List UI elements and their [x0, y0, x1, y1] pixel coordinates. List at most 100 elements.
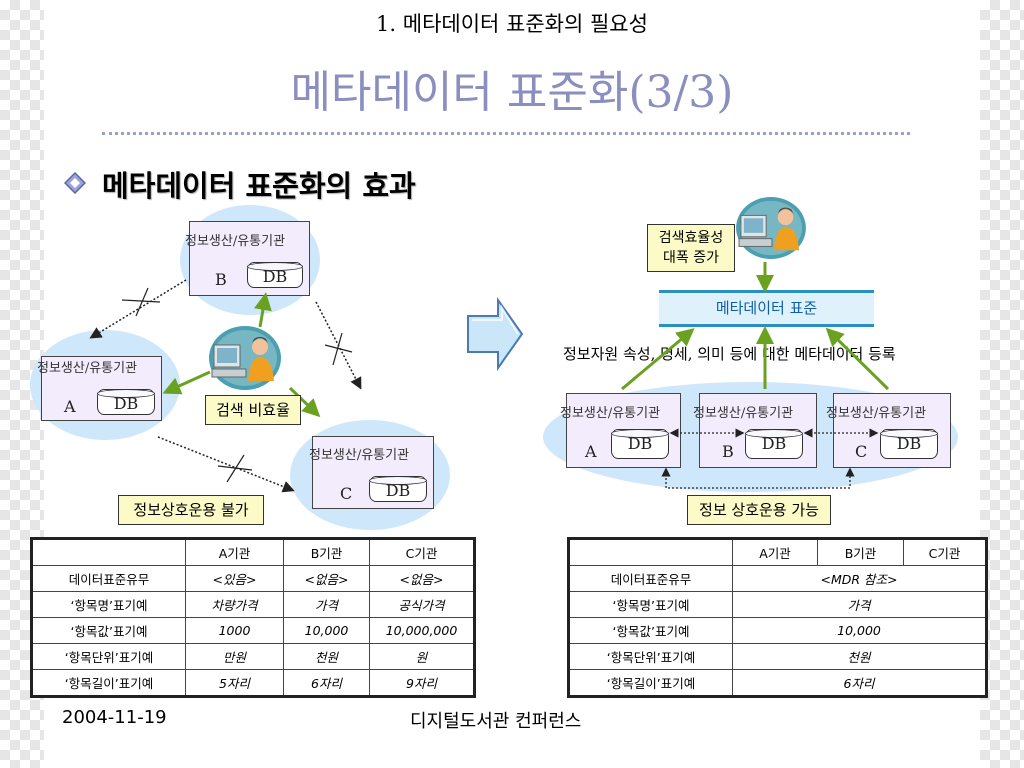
transition-arrow-icon [467, 296, 524, 372]
db-cylinder-a: DB [97, 389, 155, 415]
table-header-cell: C기관 [369, 538, 475, 566]
user-at-computer-icon [209, 326, 281, 390]
table-cell: 6자리 [732, 669, 987, 697]
table-header-cell [568, 538, 733, 566]
row-label: 데이터표준유무 [31, 565, 186, 592]
cross-mark [226, 454, 245, 483]
note-line-1: 검색효율성 [658, 230, 724, 246]
table-cell: 원 [369, 643, 475, 670]
footer-event: 디지털도서관 컨퍼런스 [410, 711, 582, 732]
metadata-standard-bar: 메타데이터 표준 [659, 290, 874, 327]
user-at-computer-icon [736, 196, 806, 260]
search-inefficiency-note: 검색 비효율 [205, 395, 301, 425]
table-cell: 가격 [283, 591, 370, 618]
right-comparison-table: A기관 B기관 C기관 데이터표준유무 <MDR 참조> ‘항목명’표기예 가격… [567, 537, 988, 698]
cross-mark [121, 299, 161, 303]
table-row: 데이터표준유무 <있음> <없음> <없음> [31, 565, 475, 592]
slide-title: 메타데이터 표준화(3/3) [290, 67, 734, 118]
org-label-c-std: 정보생산/유통기관 [826, 406, 927, 421]
table-cell: 9자리 [369, 669, 475, 697]
table-row: ‘항목명’표기예 차량가격 가격 공식가격 [31, 591, 475, 618]
table-cell: 천원 [732, 643, 987, 670]
org-label-b: 정보생산/유통기관 [185, 234, 286, 249]
row-label: ‘항목값’표기예 [31, 617, 186, 644]
db-label: DB [627, 434, 653, 453]
table-cell: 공식가격 [369, 591, 475, 618]
table-cell: <없음> [369, 565, 475, 592]
row-label: ‘항목명’표기예 [31, 591, 186, 618]
org-letter-b: B [215, 270, 227, 289]
db-label: DB [896, 434, 922, 453]
table-header-cell: C기관 [903, 538, 987, 566]
org-letter-b-std: B [722, 442, 734, 461]
note-line-2: 대폭 증가 [663, 250, 719, 266]
diamond-bullet-icon [64, 172, 86, 194]
db-cylinder-a-std: DB [611, 429, 669, 459]
table-cell: 10,000 [732, 617, 987, 644]
row-label: ‘항목길이’표기예 [31, 669, 186, 697]
search-efficiency-note: 검색효율성 대폭 증가 [647, 224, 735, 272]
org-letter-a-std: A [585, 442, 597, 461]
db-label: DB [385, 481, 411, 500]
db-cylinder-c: DB [369, 476, 427, 502]
org-letter-c: C [340, 484, 353, 503]
table-row: ‘항목값’표기예 1000 10,000 10,000,000 [31, 617, 475, 644]
org-label-a: 정보생산/유통기관 [37, 361, 138, 376]
row-label: ‘항목길이’표기예 [568, 669, 733, 697]
row-label: ‘항목단위’표기예 [568, 643, 733, 670]
db-cylinder-b-std: DB [745, 429, 803, 459]
table-cell: 5자리 [185, 669, 284, 697]
db-cylinder-c-std: DB [880, 429, 938, 459]
table-cell: 만원 [185, 643, 284, 670]
row-label: ‘항목명’표기예 [568, 591, 733, 618]
table-row: ‘항목길이’표기예 5자리 6자리 9자리 [31, 669, 475, 697]
table-cell: <MDR 참조> [732, 565, 987, 592]
org-letter-a: A [64, 397, 76, 416]
table-row: ‘항목단위’표기예 만원 천원 원 [31, 643, 475, 670]
table-header-row: A기관 B기관 C기관 [568, 538, 987, 566]
table-header-cell: B기관 [817, 538, 904, 566]
row-label: ‘항목단위’표기예 [31, 643, 186, 670]
table-row: ‘항목값’표기예 10,000 [568, 617, 987, 644]
table-row: ‘항목단위’표기예 천원 [568, 643, 987, 670]
db-label: DB [761, 434, 787, 453]
table-cell: <있음> [185, 565, 284, 592]
table-header-cell: A기관 [185, 538, 284, 566]
table-cell: 1000 [185, 617, 284, 644]
green-arrow-c-to-standard [825, 327, 890, 391]
interop-impossible-note: 정보상호운용 불가 [118, 495, 264, 525]
row-label: 데이터표준유무 [568, 565, 733, 592]
db-label: DB [262, 267, 288, 286]
table-header-row: A기관 B기관 C기관 [31, 538, 475, 566]
table-header-cell: B기관 [283, 538, 370, 566]
cross-mark [324, 344, 353, 353]
cross-mark [217, 465, 253, 471]
title-divider [102, 132, 910, 135]
table-row: 데이터표준유무 <MDR 참조> [568, 565, 987, 592]
org-label-b-std: 정보생산/유통기관 [693, 406, 794, 421]
cross-mark [135, 287, 149, 317]
dotted-arrow-a-to-c [157, 436, 295, 493]
interop-possible-note: 정보 상호운용 가능 [687, 495, 831, 525]
left-comparison-table: A기관 B기관 C기관 데이터표준유무 <있음> <없음> <없음> ‘항목명’… [30, 537, 476, 698]
registration-description: 정보자원 속성, 명세, 의미 등에 대한 메타데이터 등록 [563, 345, 896, 363]
table-row: ‘항목명’표기예 가격 [568, 591, 987, 618]
org-letter-c-std: C [855, 442, 868, 461]
green-arrow-to-b [254, 292, 272, 328]
footer-date: 2004-11-19 [62, 707, 167, 728]
table-row: ‘항목길이’표기예 6자리 [568, 669, 987, 697]
green-arrow-to-c [288, 386, 321, 418]
dotted-link-a-c [665, 470, 851, 489]
org-label-c: 정보생산/유통기관 [309, 448, 410, 463]
table-cell: 가격 [732, 591, 987, 618]
table-cell: 차량가격 [185, 591, 284, 618]
table-cell: 6자리 [283, 669, 370, 697]
green-arrow-to-a [162, 370, 211, 395]
slide-subtitle: 1. 메타데이터 표준화의 필요성 [376, 12, 648, 36]
cross-mark [332, 332, 343, 366]
table-cell: <없음> [283, 565, 370, 592]
org-label-a-std: 정보생산/유통기관 [560, 406, 661, 421]
table-header-cell [31, 538, 186, 566]
